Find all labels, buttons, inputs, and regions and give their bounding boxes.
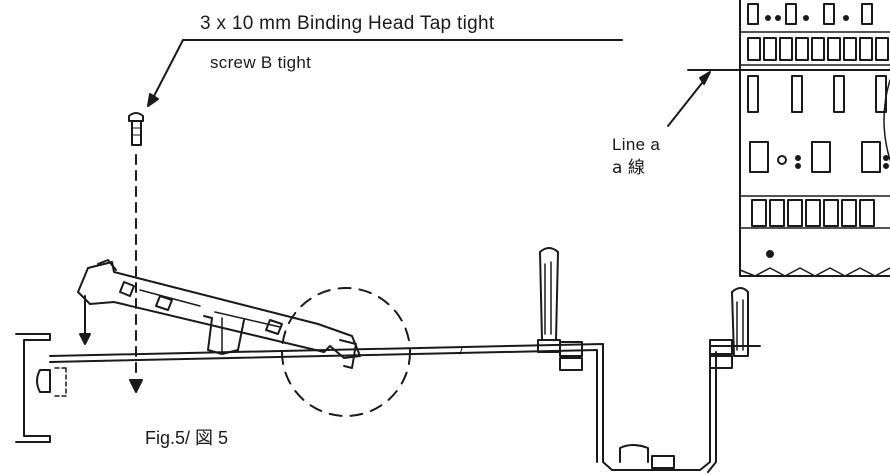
detail-circle xyxy=(281,287,411,417)
tilted-module xyxy=(77,259,361,369)
line-a-leader xyxy=(667,77,707,127)
insertion-arrowhead xyxy=(129,379,143,393)
connector-1 xyxy=(537,247,583,371)
connector-2 xyxy=(709,287,749,369)
press-arrowhead xyxy=(79,333,91,345)
screw-b xyxy=(128,112,144,146)
line-a-label-jp: a 線 xyxy=(612,158,645,178)
callout-arrowhead xyxy=(147,93,159,107)
screw-callout-title: 3 x 10 mm Binding Head Tap tight xyxy=(200,13,495,34)
screw-callout-subtitle: screw B tight xyxy=(210,53,312,72)
chassis-plate xyxy=(49,343,761,473)
inset-board-detail xyxy=(667,0,890,277)
line-a-label-en: Line a xyxy=(612,135,661,154)
callout-leader xyxy=(152,39,184,99)
figure-caption: Fig.5/ 図 5 xyxy=(145,428,229,448)
left-clip-bracket xyxy=(15,333,67,443)
